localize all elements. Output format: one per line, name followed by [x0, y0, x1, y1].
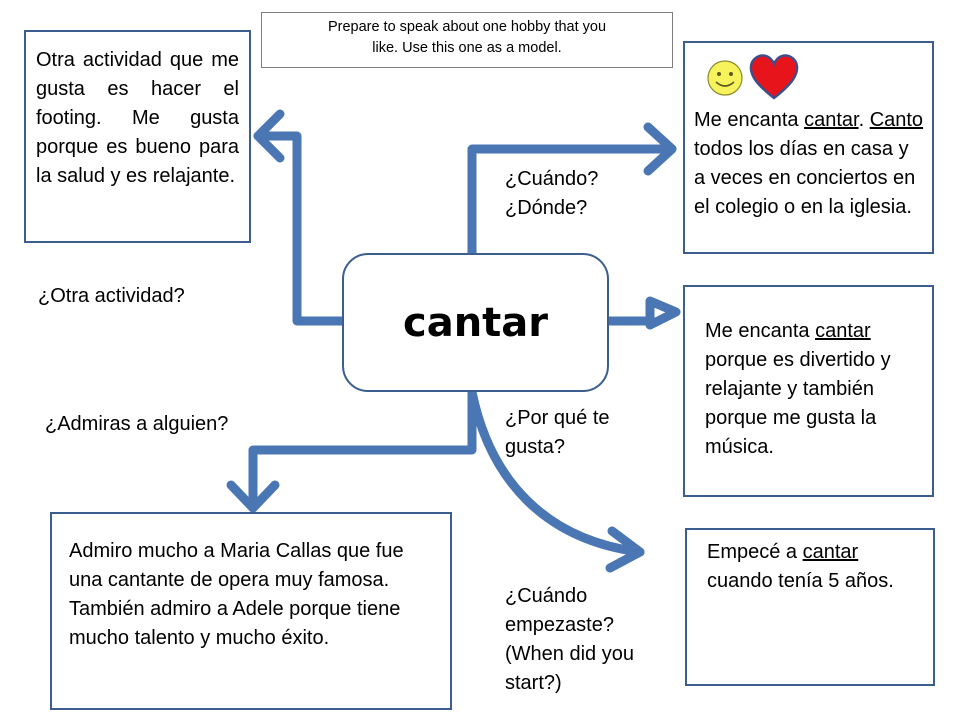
underlined-canto: Canto	[869, 109, 924, 131]
box-admiras: Admiro mucho a Maria Callas que fue una …	[50, 512, 452, 710]
underlined-cantar: cantar	[804, 109, 859, 131]
arrowhead-otra-actividad	[253, 109, 285, 163]
center-word: cantar	[402, 299, 549, 346]
question-admiras: ¿Admiras a alguien?	[45, 413, 229, 435]
question-empezaste: ¿Cuándo empezaste? (When did you start?)	[505, 585, 634, 694]
arrowhead-admiras	[226, 480, 280, 513]
arrow-otra-actividad	[253, 131, 347, 326]
instructions-line-1: Prepare to speak about one hobby that yo…	[327, 19, 607, 35]
underlined-cantar: cantar	[815, 320, 871, 342]
instructions-box: Prepare to speak about one hobby that yo…	[261, 12, 673, 68]
icon-row	[694, 43, 924, 103]
heart-icon	[749, 54, 799, 100]
arrow-empezaste	[467, 387, 645, 557]
underlined-cantar: cantar	[802, 541, 859, 563]
arrow-cuando-donde	[467, 144, 677, 258]
arrowhead-empezaste	[605, 526, 645, 573]
instructions-line-2: like. Use this one as a model.	[372, 40, 562, 56]
box-otra-actividad-text: Otra actividad que me gusta es hacer el …	[36, 49, 239, 187]
question-por-que: ¿Por qué te gusta?	[505, 407, 610, 458]
box-cuando-donde-text: Me encanta cantar. Canto todos los días …	[694, 109, 924, 218]
arrowhead-cuando-donde	[643, 122, 677, 176]
center-node: cantar	[342, 253, 609, 392]
box-por-que: Me encanta cantar porque es divertido y …	[683, 285, 934, 497]
arrow-admiras	[248, 387, 477, 513]
question-otra-actividad: ¿Otra actividad?	[38, 285, 185, 307]
box-admiras-text: Admiro mucho a Maria Callas que fue una …	[69, 540, 404, 649]
box-empezaste: Empecé a cantar cuando tenía 5 años.	[685, 528, 935, 686]
box-cuando-donde: Me encanta cantar. Canto todos los días …	[683, 41, 934, 254]
smiley-icon	[707, 60, 743, 96]
box-otra-actividad: Otra actividad que me gusta es hacer el …	[24, 30, 251, 243]
arrow-por-que	[604, 296, 681, 330]
question-cuando-donde: ¿Cuándo? ¿Dónde?	[505, 168, 599, 219]
